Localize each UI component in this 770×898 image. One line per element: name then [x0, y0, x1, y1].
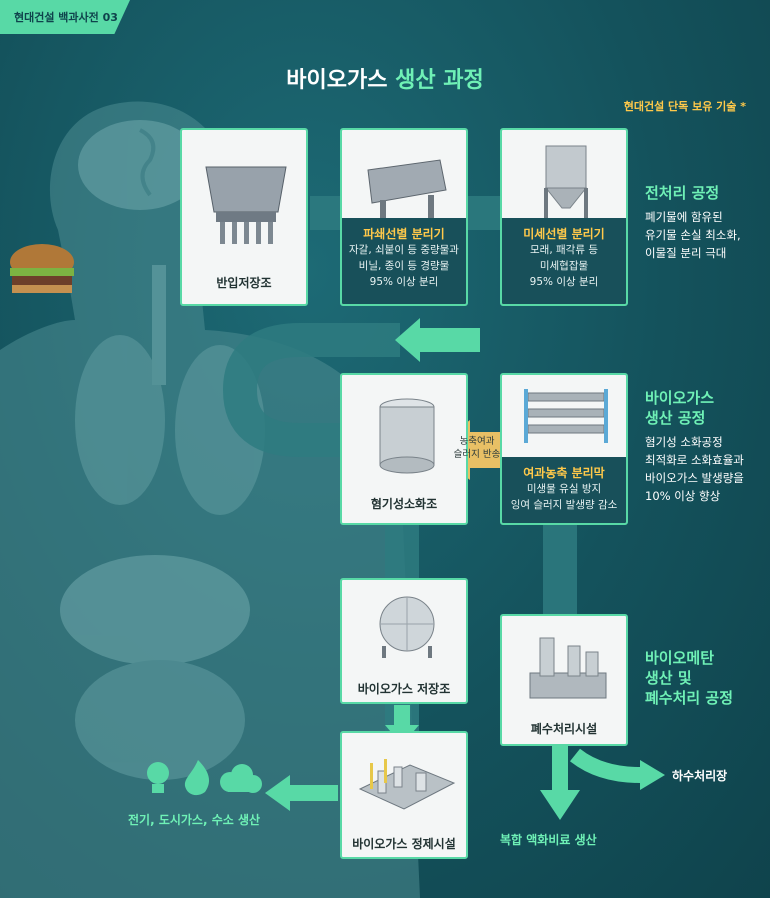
hopper-illustration: [196, 152, 296, 252]
crushing-separator-line-1: 자갈, 쇠붙이 등 중량물과: [342, 242, 466, 258]
page-title-part2: 생산 과정: [395, 68, 484, 93]
page-title-part1: 바이오가스: [286, 68, 387, 93]
biogas-process-desc-2: 최적화로 소화효율과: [645, 451, 744, 469]
fine-separator-title: 미세선별 분리기: [502, 225, 626, 242]
biomethane-process-section: 바이오메탄 생산 및 폐수처리 공정: [645, 648, 733, 708]
silo-illustration: [532, 138, 602, 224]
pretreatment-desc-2: 유기물 손실 최소화,: [645, 226, 741, 244]
purification-plant-illustration: [354, 749, 458, 821]
fine-separator-line-1: 모래, 패각류 등: [502, 242, 626, 258]
biogas-purification-card: 바이오가스 정제시설: [340, 731, 468, 859]
crushing-separator-line-3: 95% 이상 분리: [342, 274, 466, 290]
membrane-module-illustration: [516, 383, 616, 453]
fertilizer-output-label: 복합 액화비료 생산: [500, 831, 597, 848]
crusher-illustration: [360, 145, 452, 225]
biogas-process-section: 바이오가스 생산 공정 혐기성 소화공정 최적화로 소화효율과 바이오가스 발생…: [645, 388, 744, 505]
biogas-storage-card: 바이오가스 저장조: [340, 578, 468, 704]
energy-output-label: 전기, 도시가스, 수소 생산: [128, 811, 260, 828]
biogas-process-title-1: 바이오가스: [645, 388, 744, 408]
fine-separator-card: 미세선별 분리기 모래, 패각류 등 미세협잡물 95% 이상 분리: [500, 128, 628, 306]
biogas-storage-label: 바이오가스 저장조: [342, 680, 466, 697]
pretreatment-desc-1: 폐기물에 함유된: [645, 208, 741, 226]
pretreatment-section: 전처리 공정 폐기물에 함유된 유기물 손실 최소화, 이물질 분리 극대: [645, 183, 741, 262]
burger-icon: [10, 244, 74, 293]
biogas-process-desc-3: 바이오가스 발생량을: [645, 469, 744, 487]
sludge-return-label: 농축여과 슬러지 반송: [447, 435, 507, 461]
filtration-membrane-info: 여과농축 분리막 미생물 유실 방지 잉여 슬러지 발생량 감소: [502, 457, 626, 523]
crushing-separator-line-2: 비닐, 종이 등 경량물: [342, 258, 466, 274]
biomethane-process-title-1: 바이오메탄: [645, 648, 733, 668]
intake-storage-card: 반입저장조: [180, 128, 308, 306]
page-title: 바이오가스 생산 과정: [0, 62, 770, 94]
pretreatment-title: 전처리 공정: [645, 183, 741, 203]
gas-sphere-illustration: [372, 594, 442, 660]
exclusive-tech-note: 현대건설 단독 보유 기술 *: [624, 98, 746, 114]
series-tag-label: 현대건설 백과사전 03: [14, 9, 118, 25]
digester-tank-illustration: [372, 393, 442, 483]
wastewater-facility-label: 폐수처리시설: [502, 720, 626, 737]
biogas-process-desc: 혐기성 소화공정 최적화로 소화효율과 바이오가스 발생량을 10% 이상 향상: [645, 433, 744, 505]
sludge-return-line-2: 슬러지 반송: [447, 448, 507, 461]
biogas-purification-label: 바이오가스 정제시설: [342, 835, 466, 852]
filtration-membrane-line-1: 미생물 유실 방지: [502, 481, 626, 497]
fine-separator-line-3: 95% 이상 분리: [502, 274, 626, 290]
anaerobic-digester-label: 혐기성소화조: [342, 495, 466, 512]
crushing-separator-info: 파쇄선별 분리기 자갈, 쇠붙이 등 중량물과 비닐, 종이 등 경량물 95%…: [342, 218, 466, 304]
biogas-process-desc-4: 10% 이상 향상: [645, 487, 744, 505]
biogas-process-title-2: 생산 공정: [645, 408, 744, 428]
fine-separator-info: 미세선별 분리기 모래, 패각류 등 미세협잡물 95% 이상 분리: [502, 218, 626, 304]
wastewater-facility-card: 폐수처리시설: [500, 614, 628, 746]
wastewater-plant-illustration: [520, 628, 612, 708]
crushing-separator-card: 파쇄선별 분리기 자갈, 쇠붙이 등 중량물과 비닐, 종이 등 경량물 95%…: [340, 128, 468, 306]
filtration-membrane-title: 여과농축 분리막: [502, 464, 626, 481]
filtration-membrane-line-2: 잉여 슬러지 발생량 감소: [502, 497, 626, 513]
filtration-membrane-card: 여과농축 분리막 미생물 유실 방지 잉여 슬러지 발생량 감소: [500, 373, 628, 525]
crushing-separator-title: 파쇄선별 분리기: [342, 225, 466, 242]
intake-storage-label: 반입저장조: [182, 274, 306, 291]
sludge-return-line-1: 농축여과: [447, 435, 507, 448]
pretreatment-desc-3: 이물질 분리 극대: [645, 244, 741, 262]
biomethane-process-title-2: 생산 및: [645, 668, 733, 688]
fine-separator-line-2: 미세협잡물: [502, 258, 626, 274]
biogas-process-desc-1: 혐기성 소화공정: [645, 433, 744, 451]
series-tag: 현대건설 백과사전 03: [0, 0, 130, 34]
biomethane-process-title-3: 폐수처리 공정: [645, 688, 733, 708]
pretreatment-desc: 폐기물에 함유된 유기물 손실 최소화, 이물질 분리 극대: [645, 208, 741, 262]
sewage-plant-label: 하수처리장: [672, 767, 727, 784]
